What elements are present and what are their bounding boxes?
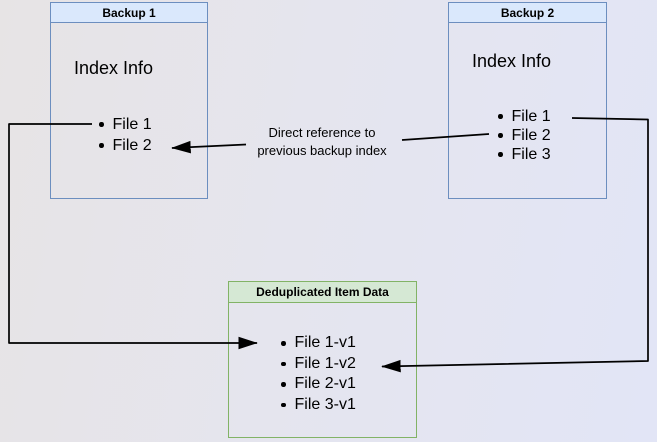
file-label: File 3-v1 — [294, 396, 356, 414]
bullet-icon — [498, 114, 503, 119]
file-label: File 1 — [112, 115, 152, 133]
bullet-icon — [498, 133, 503, 138]
backup1-title: Backup 1 — [51, 3, 207, 23]
edge-label-line2: previous backup index — [257, 143, 387, 158]
file-label: File 1-v1 — [294, 334, 356, 352]
backup2-index-info-label: Index Info — [472, 51, 552, 71]
list-item: File 3-v1 — [281, 395, 356, 416]
list-item: File 1 — [99, 114, 152, 135]
edge-label-line1: Direct reference to — [268, 125, 376, 140]
file-label: File 2 — [511, 126, 551, 144]
file-label: File 1 — [511, 107, 551, 125]
list-item: File 2 — [99, 135, 152, 156]
bullet-icon — [281, 361, 286, 367]
file-label: File 2 — [112, 136, 152, 154]
backup1-index-info-label: Index Info — [74, 58, 154, 78]
backup1-box: Backup 1 — [50, 2, 208, 199]
bullet-icon — [99, 122, 104, 127]
bullet-icon — [498, 152, 503, 157]
edge-label-direct-reference: Direct reference to previous backup inde… — [232, 124, 412, 160]
file-label: File 1-v2 — [294, 354, 356, 372]
list-item: File 2-v1 — [281, 374, 356, 395]
list-item: File 2 — [498, 126, 551, 145]
list-item: File 3 — [498, 145, 551, 164]
list-item: File 1 — [498, 107, 551, 126]
bullet-icon — [99, 143, 104, 148]
list-item: File 1-v2 — [281, 354, 356, 375]
backup2-title: Backup 2 — [449, 3, 606, 23]
bullet-icon — [281, 382, 286, 387]
dedup-box: Deduplicated Item Data — [228, 281, 417, 438]
file-label: File 2-v1 — [294, 375, 356, 393]
backup1-file-list: File 1 File 2 — [99, 114, 152, 156]
backup2-file-list: File 1 File 2 File 3 — [498, 107, 551, 164]
list-item: File 1-v1 — [281, 333, 356, 354]
file-label: File 3 — [511, 145, 551, 163]
bullet-icon — [281, 402, 286, 408]
dedup-file-list: File 1-v1 File 1-v2 File 2-v1 File 3-v1 — [281, 333, 356, 415]
dedup-title: Deduplicated Item Data — [229, 282, 416, 303]
backup2-box: Backup 2 — [448, 2, 607, 199]
bullet-icon — [281, 341, 286, 346]
